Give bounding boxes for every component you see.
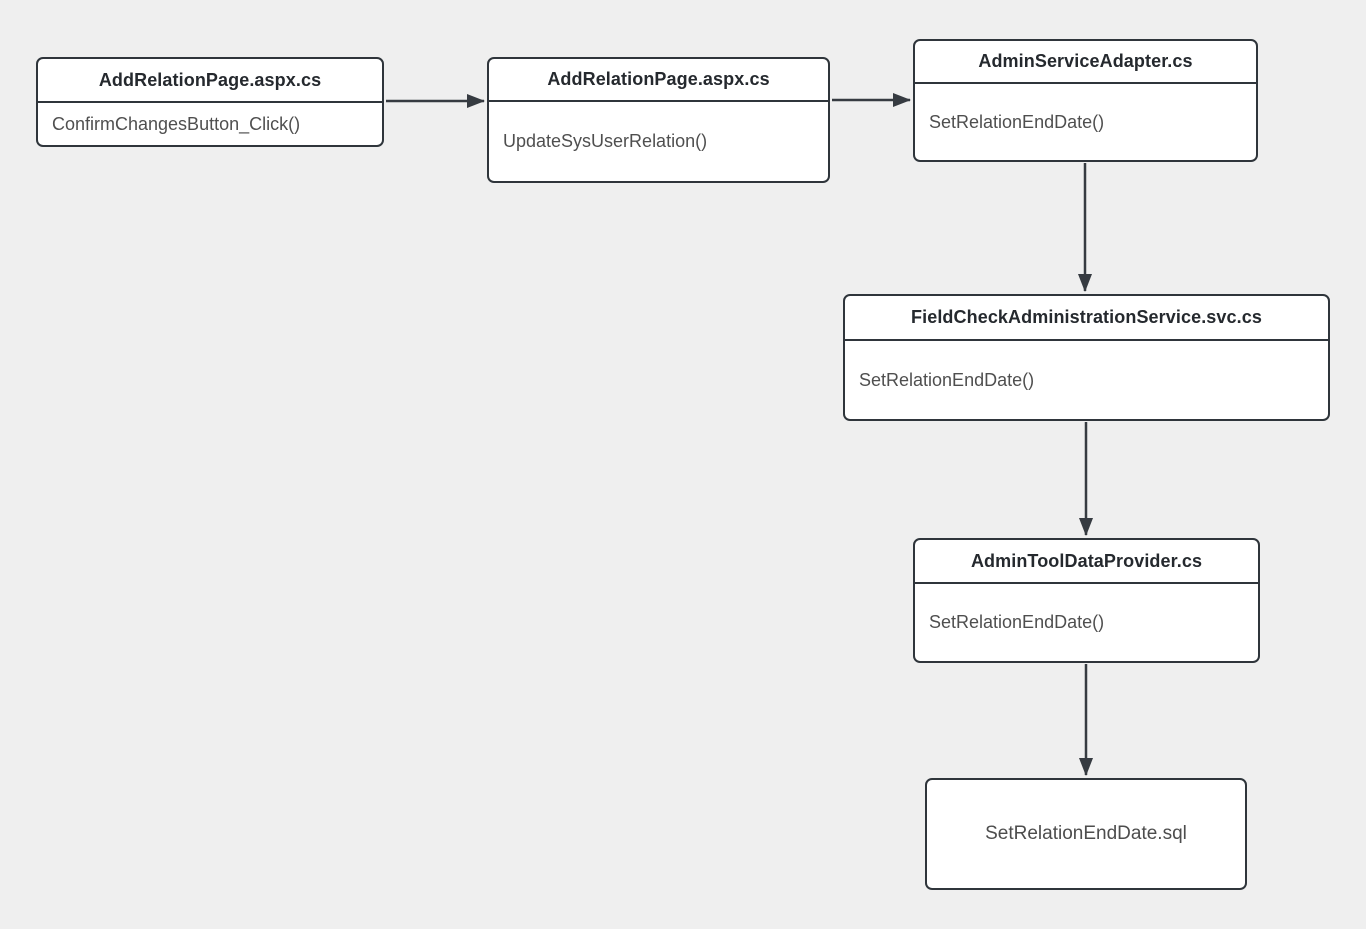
node-adminserviceadapter: AdminServiceAdapter.cs SetRelationEndDat… [913, 39, 1258, 162]
node-method: SetRelationEndDate() [929, 111, 1105, 132]
node-admintooldataprovider: AdminToolDataProvider.cs SetRelationEndD… [913, 538, 1260, 663]
node-title: AdminToolDataProvider.cs [915, 540, 1258, 584]
node-method: UpdateSysUserRelation() [503, 131, 708, 151]
node-title: AdminServiceAdapter.cs [915, 41, 1256, 84]
node-title: FieldCheckAdministrationService.svc.cs [845, 296, 1328, 341]
node-setrelationenddate-sql: SetRelationEndDate.sql [925, 778, 1247, 890]
node-title: AddRelationPage.aspx.cs [38, 59, 382, 103]
node-title: AddRelationPage.aspx.cs [489, 59, 828, 102]
node-method: ConfirmChangesButton_Click() [52, 113, 301, 134]
node-addrelationpage-updatesysuserrelation: AddRelationPage.aspx.cs UpdateSysUserRel… [487, 57, 830, 183]
node-fieldcheckadministrationservice: FieldCheckAdministrationService.svc.cs S… [843, 294, 1330, 421]
node-addrelationpage-confirmchanges: AddRelationPage.aspx.cs ConfirmChangesBu… [36, 57, 384, 147]
node-label: SetRelationEndDate.sql [985, 823, 1187, 844]
node-method: SetRelationEndDate() [859, 369, 1035, 390]
node-method: SetRelationEndDate() [929, 612, 1105, 632]
